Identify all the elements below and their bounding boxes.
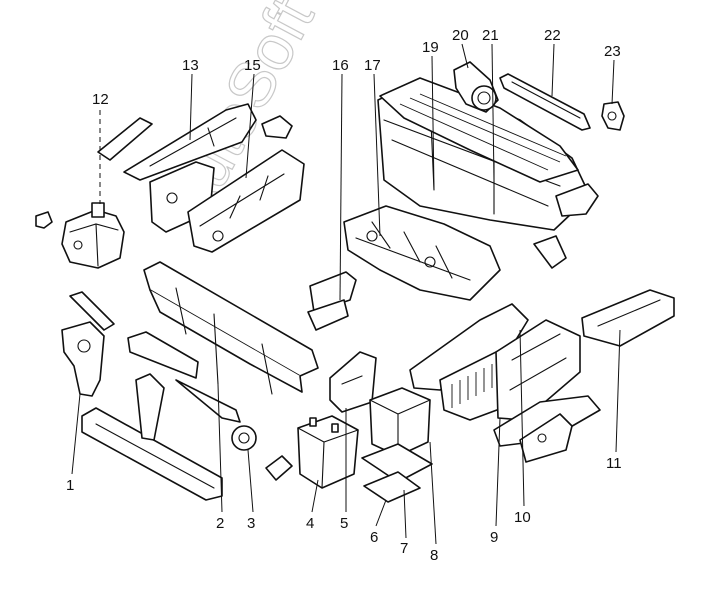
part-15-inner-panel [149,149,305,253]
callout-19: 19 [422,39,439,56]
callout-20: 20 [452,27,469,44]
callout-21: 21 [482,27,499,44]
callout-10: 10 [514,509,531,526]
part-20-wiper-motor [453,61,499,113]
leader-lines [71,43,621,545]
callout-4: 4 [306,515,314,532]
part-5-bracket [329,351,377,413]
callout-13: 13 [182,57,199,74]
callout-6: 6 [370,529,378,546]
callout-12: 12 [92,91,109,108]
callout-11: 11 [606,455,622,472]
callout-3: 3 [247,515,255,532]
part-13-apron-rail [97,103,293,181]
callout-16: 16 [332,57,349,74]
callout-23: 23 [604,43,621,60]
callout-5: 5 [340,515,348,532]
part-3-horn [231,425,293,481]
callout-8: 8 [430,547,438,564]
part-17-cowl-panel [307,205,501,331]
part-10-wheelhouse [493,395,601,463]
callout-17: 17 [364,57,381,74]
part-4-battery [297,415,359,489]
callout-1: 1 [66,477,74,494]
callout-22: 22 [544,27,561,44]
callout-15: 15 [244,57,261,74]
part-12-mount [35,202,125,269]
part-19-dash-panel [377,77,599,269]
part-8-battery-box [361,387,433,503]
part-2-radiator-support [127,261,319,423]
part-1-side-member [61,291,115,397]
callout-7: 7 [400,540,408,557]
callout-9: 9 [490,529,498,546]
part-22-wiper-linkage [499,73,591,131]
part-11-side-rail [581,289,675,347]
part-23-bracket [601,101,625,131]
callout-labels: 1 2 3 4 5 6 7 8 9 10 11 12 13 15 16 17 1… [66,27,622,564]
callout-2: 2 [216,515,224,532]
